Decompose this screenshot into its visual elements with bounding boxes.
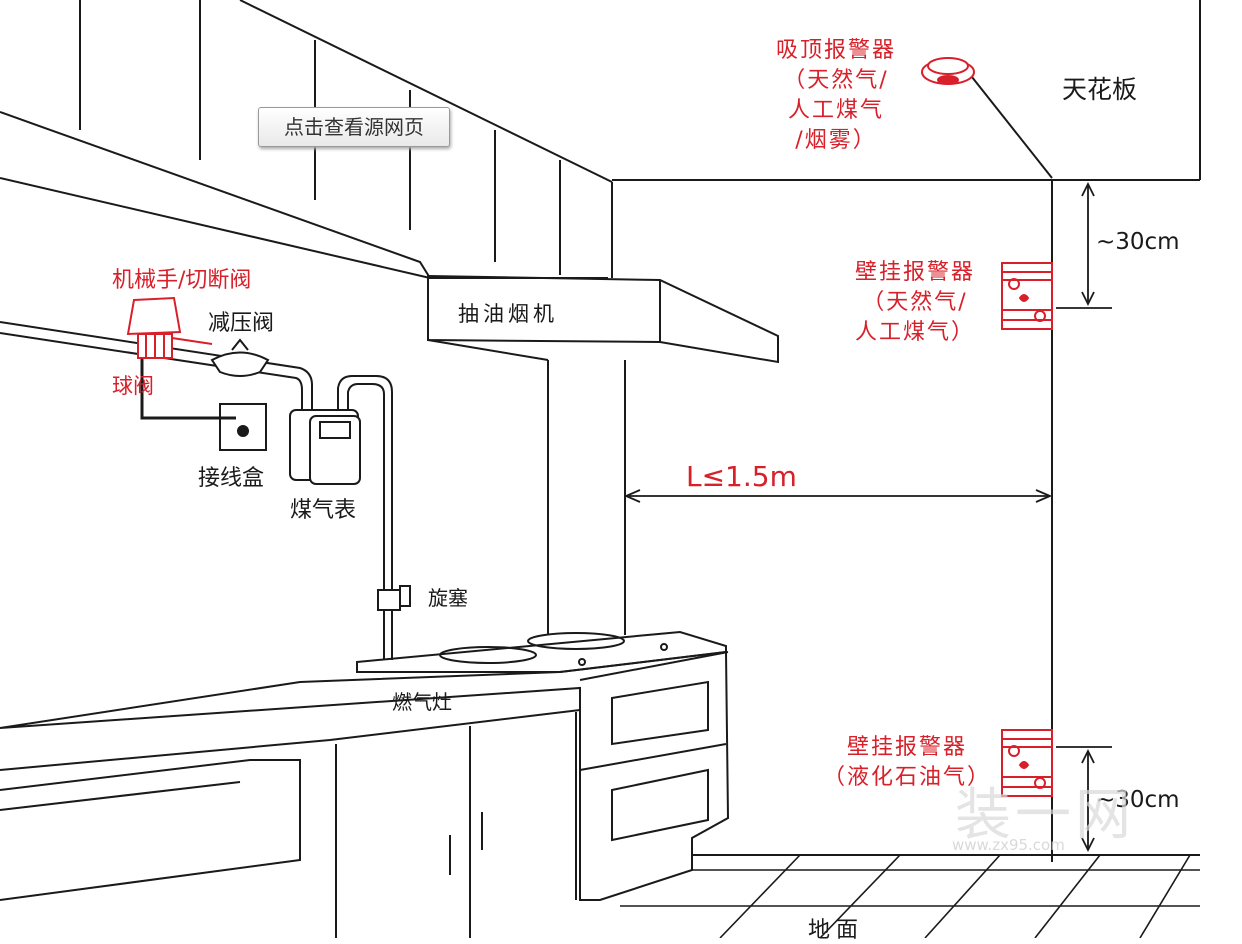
- ceiling-alarm-line-3: 人工煤气: [787, 98, 884, 123]
- stove-shape: [356, 630, 727, 673]
- lower-cabinets: [0, 650, 730, 938]
- wall-alarm-bottom-label: 壁挂报警器 （液化石油气）: [812, 733, 1002, 793]
- ceiling-label: 天花板: [1062, 75, 1138, 104]
- wall-alarm-bottom-line-2: （液化石油气）: [822, 765, 991, 790]
- junction-box-label: 接线盒: [198, 466, 265, 491]
- range-hood-label: 抽油烟机: [458, 302, 558, 326]
- ceiling-alarm-line-2: （天然气/: [783, 68, 889, 93]
- dist-bottom-label: ~30cm: [1096, 787, 1180, 813]
- manipulator-valve-label: 机械手/切断阀: [112, 268, 252, 293]
- manipulator-valve-icon: [126, 296, 213, 359]
- wall-alarm-bottom-icon: [1001, 729, 1053, 797]
- dist-top-label: ~30cm: [1096, 229, 1180, 255]
- floor-tiles: [620, 854, 1200, 938]
- ceiling-alarm-line-1: 吸顶报警器: [775, 38, 896, 63]
- distance-l-label: L≤1.5m: [686, 460, 797, 493]
- wall-alarm-top-icon: [1001, 262, 1053, 330]
- dimension-lines: [623, 179, 1112, 853]
- gas-meter-label: 煤气表: [290, 498, 357, 523]
- plug-valve-label: 旋塞: [428, 586, 468, 610]
- pressure-valve-shape: [210, 338, 270, 377]
- range-hood: [427, 274, 779, 364]
- wall-alarm-top-label: 壁挂报警器 （天然气/ 人工煤气）: [830, 258, 1000, 348]
- plug-valve-shape: [377, 589, 401, 611]
- ceiling-alarm-line-4: /烟雾）: [795, 128, 877, 153]
- wall-alarm-top-line-3: 人工煤气）: [854, 320, 975, 345]
- gas-stove-label: 燃气灶: [392, 690, 452, 714]
- junction-box-shape: [219, 403, 267, 451]
- view-source-button[interactable]: 点击查看源网页: [258, 107, 450, 147]
- pressure-valve-label: 减压阀: [208, 311, 275, 336]
- wall-alarm-top-line-1: 壁挂报警器: [854, 260, 975, 285]
- watermark-text: 装一网: [955, 783, 1135, 848]
- watermark-url: www.zx95.com: [952, 836, 1065, 854]
- ceiling-alarm-icon: [921, 57, 975, 85]
- floor-label: 地面: [808, 918, 865, 943]
- wall-alarm-bottom-line-1: 壁挂报警器: [846, 735, 967, 760]
- gas-meter-shape: [289, 409, 361, 485]
- ball-valve-label: 球阀: [112, 374, 154, 398]
- wall-alarm-top-line-2: （天然气/: [862, 290, 968, 315]
- gas-pipe: [0, 321, 393, 660]
- ceiling-alarm-label: 吸顶报警器 （天然气/ 人工煤气 /烟雾）: [756, 36, 916, 156]
